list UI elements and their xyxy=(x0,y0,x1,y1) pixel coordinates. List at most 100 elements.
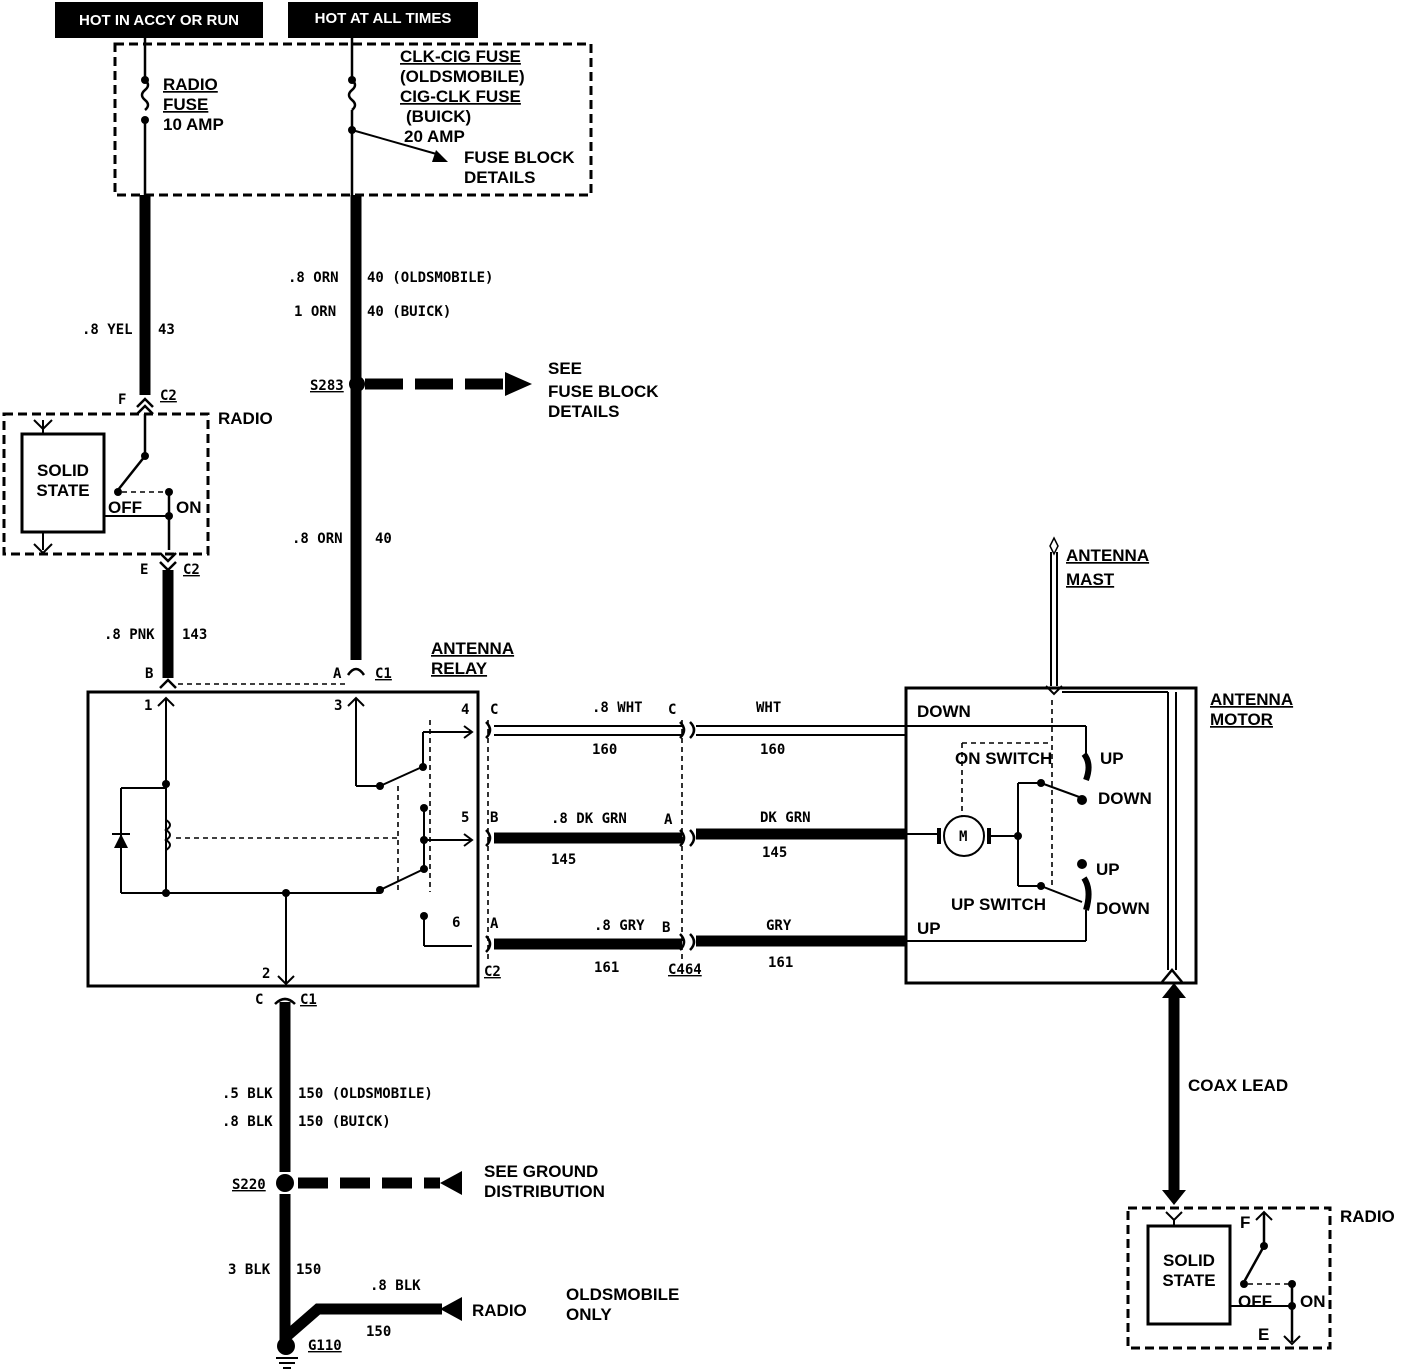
wire-orn-num-olds: 40 (OLDSMOBILE) xyxy=(367,270,493,286)
wire-gry2: GRY xyxy=(766,918,792,934)
svg-text:HOT IN ACCY OR RUN: HOT IN ACCY OR RUN xyxy=(79,12,239,29)
wire-3blk-num: 150 xyxy=(296,1262,321,1278)
wire-dkgrn-size: .8 DK GRN xyxy=(551,811,627,827)
radio-top-pin-e: E xyxy=(140,562,148,578)
wire-yel-num: 43 xyxy=(158,322,175,338)
splice-s220-label: S220 xyxy=(232,1177,266,1193)
splice-s220 xyxy=(276,1174,294,1192)
radio-destination: RADIO xyxy=(472,1301,527,1320)
wire-wht-num: 160 xyxy=(592,742,617,758)
radio-top-title: RADIO xyxy=(218,409,273,428)
wire-blk-size-buick: .8 BLK xyxy=(222,1114,273,1130)
svg-text:3: 3 xyxy=(334,698,342,714)
svg-text:STATE: STATE xyxy=(1162,1271,1215,1290)
relay-conn-c1: C1 xyxy=(375,666,392,682)
cig-clk-label: CIG-CLK FUSE xyxy=(400,87,521,106)
olds-only-2: ONLY xyxy=(566,1305,612,1324)
motor-title-2: MOTOR xyxy=(1210,710,1273,729)
clk-olds-label: (OLDSMOBILE) xyxy=(400,67,525,86)
solid-state-bottom xyxy=(1146,1224,1232,1326)
wire-pnk-num: 143 xyxy=(182,627,207,643)
antenna-motor-box xyxy=(904,686,1198,985)
wire-8blk-num: 150 xyxy=(366,1324,391,1340)
svg-text:STATE: STATE xyxy=(36,481,89,500)
radio-fuse-label-1: RADIO xyxy=(163,75,218,94)
solid-state-top xyxy=(20,432,106,534)
radio-top-on: ON xyxy=(176,498,202,517)
radio-bottom-title: RADIO xyxy=(1340,1207,1395,1226)
motor-m: M xyxy=(959,829,967,845)
connector-f-top xyxy=(136,397,154,408)
relay-title-1: ANTENNA xyxy=(431,639,514,658)
ground-g110-label: G110 xyxy=(308,1338,342,1354)
olds-only-1: OLDSMOBILE xyxy=(566,1285,679,1304)
svg-text:5: 5 xyxy=(461,810,469,826)
wire-dkgrn2: DK GRN xyxy=(760,810,811,826)
s283-arrow xyxy=(505,372,532,396)
svg-text:HOT AT ALL TIMES: HOT AT ALL TIMES xyxy=(315,10,452,27)
wire-wht2-num: 160 xyxy=(760,742,785,758)
radio-top-off: OFF xyxy=(108,498,142,517)
sw1-up: UP xyxy=(1100,749,1124,768)
relay-bottom-c: C xyxy=(255,992,263,1008)
radio-top-box xyxy=(2,412,210,556)
radio-bottom-off: OFF xyxy=(1238,1292,1272,1311)
splice-s283-label: S283 xyxy=(310,378,344,394)
up-switch-label: UP SWITCH xyxy=(951,895,1046,914)
svg-text:6: 6 xyxy=(452,915,460,931)
relay-conn-pin-b: B xyxy=(490,810,498,826)
sw2-down: DOWN xyxy=(1096,899,1150,918)
motor-down-label: DOWN xyxy=(917,702,971,721)
radio-bottom-pin-f: F xyxy=(1240,1213,1250,1232)
wire-8blk-size: .8 BLK xyxy=(370,1278,421,1294)
radio-top-c2-bot: C2 xyxy=(183,562,200,578)
on-switch-label: ON SWITCH xyxy=(955,749,1052,768)
svg-text:C: C xyxy=(668,702,676,718)
splice-s283 xyxy=(349,376,365,392)
connector-c464 xyxy=(679,720,696,960)
mast-label-1: ANTENNA xyxy=(1066,546,1149,565)
wire-pnk-size: .8 PNK xyxy=(104,627,155,643)
relay-bottom-c1: C1 xyxy=(300,992,317,1008)
svg-text:SOLID: SOLID xyxy=(37,461,89,480)
wire-gry-size: .8 GRY xyxy=(594,918,645,934)
wire-orn-size-buick: 1 ORN xyxy=(294,304,336,320)
wire-blk-num-buick: 150 (BUICK) xyxy=(298,1114,391,1130)
see-fuse-block-2: FUSE BLOCK xyxy=(548,382,659,401)
wire-wht2: WHT xyxy=(756,700,781,716)
svg-text:4: 4 xyxy=(461,702,469,718)
wire-wht-size: .8 WHT xyxy=(592,700,643,716)
radio-fuse-amp: 10 AMP xyxy=(163,115,224,134)
radio-bottom-box xyxy=(1126,1206,1332,1350)
radio-fuse xyxy=(140,38,150,195)
relay-conn-pin-a: A xyxy=(490,916,499,932)
svg-text:SOLID: SOLID xyxy=(1163,1251,1215,1270)
wire-dkgrn-num: 145 xyxy=(551,852,576,868)
antenna-mast xyxy=(1045,536,1063,696)
motor-internal xyxy=(906,700,1092,942)
clk-amp-label: 20 AMP xyxy=(404,127,465,146)
connector-c464-label: C464 xyxy=(668,962,702,978)
hot-all-times-label: HOT AT ALL TIMES xyxy=(288,2,478,38)
sw2-up: UP xyxy=(1096,860,1120,879)
relay-pin-b: B xyxy=(145,666,153,682)
relay-conn-pin-c: C xyxy=(490,702,498,718)
svg-text:1: 1 xyxy=(144,698,152,714)
wire-dkgrn2-num: 145 xyxy=(762,845,787,861)
svg-text:2: 2 xyxy=(262,966,270,982)
wire-3blk-size: 3 BLK xyxy=(228,1262,271,1278)
wire-blk-size-olds: .5 BLK xyxy=(222,1086,273,1102)
see-fuse-block-3: DETAILS xyxy=(548,402,619,421)
connector-e-top xyxy=(159,552,177,563)
coax-lead-label: COAX LEAD xyxy=(1188,1076,1288,1095)
motor-up-label: UP xyxy=(917,919,941,938)
radio-top-c2: C2 xyxy=(160,388,177,404)
see-ground-2: DISTRIBUTION xyxy=(484,1182,605,1201)
wire-orn2-size: .8 ORN xyxy=(292,531,343,547)
relay-pin-a: A xyxy=(333,666,342,682)
wire-orn2-num: 40 xyxy=(375,531,392,547)
s220-arrow xyxy=(440,1171,462,1195)
relay-title-2: RELAY xyxy=(431,659,488,678)
sw1-down: DOWN xyxy=(1098,789,1152,808)
